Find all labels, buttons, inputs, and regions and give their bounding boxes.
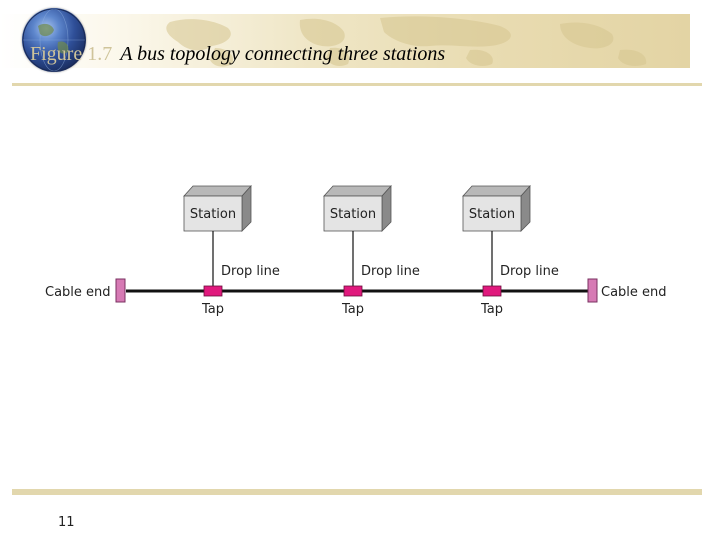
page-number: 11 xyxy=(58,515,75,530)
drop-line-label-1: Drop line xyxy=(221,264,280,279)
drop-line-label-3: Drop line xyxy=(500,264,559,279)
station-group-2: Station Drop line Tap xyxy=(324,186,420,317)
cable-end-right-label: Cable end xyxy=(601,285,667,300)
tap-1 xyxy=(204,286,222,296)
tap-label-3: Tap xyxy=(480,302,503,317)
tap-3 xyxy=(483,286,501,296)
cable-end-left xyxy=(116,279,125,302)
station-box-top xyxy=(324,186,391,196)
cable-end-right xyxy=(588,279,597,302)
tap-2 xyxy=(344,286,362,296)
tap-label-2: Tap xyxy=(341,302,364,317)
cable-end-left-label: Cable end xyxy=(45,285,111,300)
station-label-1: Station xyxy=(190,207,236,222)
station-label-2: Station xyxy=(330,207,376,222)
station-box-top xyxy=(184,186,251,196)
station-box-top xyxy=(463,186,530,196)
station-group-1: Station Drop line Tap xyxy=(184,186,280,317)
tap-label-1: Tap xyxy=(201,302,224,317)
station-group-3: Station Drop line Tap xyxy=(463,186,559,317)
bottom-rule xyxy=(12,489,702,495)
drop-line-label-2: Drop line xyxy=(361,264,420,279)
station-label-3: Station xyxy=(469,207,515,222)
